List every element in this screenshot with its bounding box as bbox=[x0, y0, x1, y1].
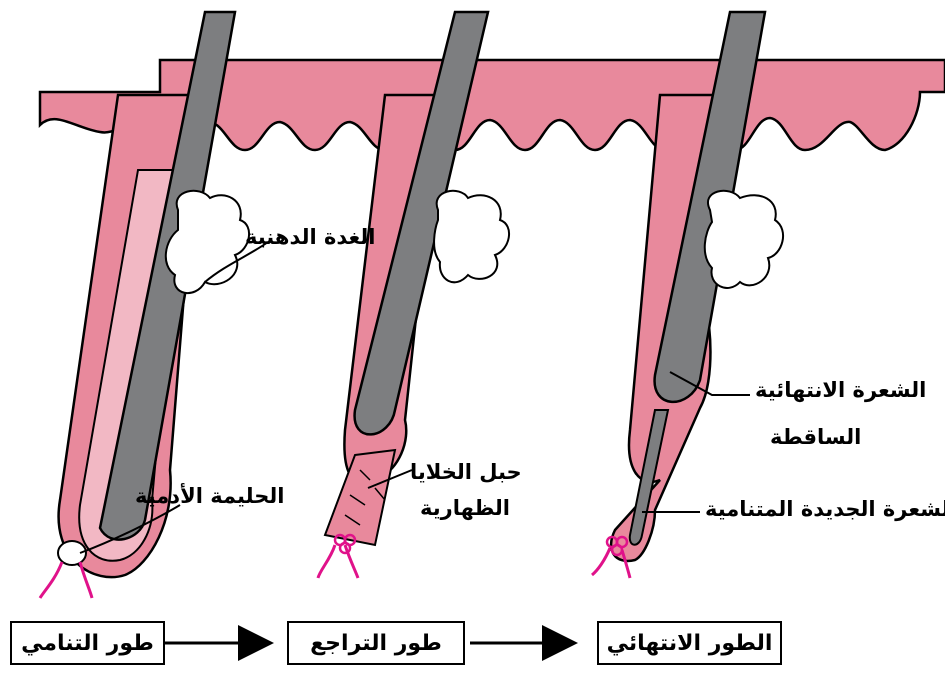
anagen-papilla bbox=[57, 540, 87, 566]
label-new-hair: الشعرة الجديدة المتنامية bbox=[705, 497, 945, 521]
label-epithelial-strand-1: حبل الخلايا bbox=[410, 460, 522, 484]
catagen-strand-fibers bbox=[344, 469, 386, 526]
catagen-papilla-root bbox=[316, 544, 360, 579]
catagen-sebaceous-gland bbox=[433, 189, 510, 284]
label-sebaceous-gland: الغدة الدهنية bbox=[245, 225, 376, 249]
leader-club-hair bbox=[669, 371, 750, 396]
label-epithelial-strand-2: الظهارية bbox=[420, 496, 510, 520]
label-dermal-papilla: الحليمة الأدمية bbox=[135, 484, 285, 508]
stage-box-catagen: طور التراجع bbox=[287, 621, 465, 665]
anagen-papilla-root bbox=[38, 561, 94, 599]
catagen-follicle bbox=[316, 10, 510, 579]
label-club-hair-2: الساقطة bbox=[770, 425, 862, 449]
leader-papilla bbox=[79, 504, 181, 554]
stage-box-anagen: طور التنامي bbox=[10, 621, 165, 665]
telogen-papilla-root bbox=[591, 547, 632, 579]
catagen-epithelial-strand bbox=[323, 448, 397, 547]
label-club-hair-1: الشعرة الانتهائية bbox=[755, 378, 927, 402]
leader-lines bbox=[79, 241, 750, 554]
anagen-follicle bbox=[38, 10, 250, 599]
telogen-sebaceous-gland bbox=[703, 189, 785, 289]
catagen-hair-shaft bbox=[353, 10, 490, 436]
stage-box-telogen: الطور الانتهائي bbox=[597, 621, 782, 665]
telogen-follicle bbox=[591, 10, 785, 579]
anagen-sebaceous-gland bbox=[164, 189, 250, 295]
anagen-hair-shaft bbox=[98, 10, 237, 541]
leader-strand bbox=[367, 469, 413, 489]
leader-sebaceous bbox=[204, 241, 269, 283]
telogen-new-hair bbox=[628, 409, 670, 546]
papilla-knots bbox=[333, 533, 629, 557]
